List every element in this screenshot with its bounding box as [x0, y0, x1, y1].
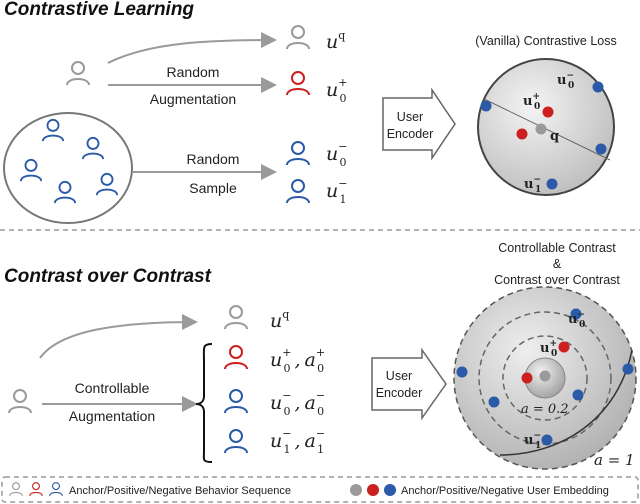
legend-box	[1, 476, 639, 503]
random-sample-line2: Sample	[189, 180, 237, 196]
bottom-section-title: Contrast over Contrast	[4, 266, 212, 287]
encoder-top-line1: User	[397, 110, 423, 124]
user-encoder-bottom	[371, 347, 447, 421]
arrow-to-uq-bottom	[39, 314, 198, 359]
negative-point	[456, 366, 468, 378]
random-sample-line1: Random	[187, 151, 240, 167]
negative-icon-u1	[286, 179, 310, 204]
boundary-curve	[499, 349, 633, 456]
anchor-person-icon	[66, 61, 90, 86]
sphere-label-u1-negative: u−1	[524, 175, 541, 195]
negative-point	[541, 434, 553, 446]
positive-point	[516, 128, 528, 140]
negative-point	[595, 143, 607, 155]
negative-point	[480, 100, 492, 112]
label-u0-negative: u−0	[326, 140, 347, 169]
user-icon	[95, 172, 119, 196]
label-uq: uq	[326, 29, 345, 53]
anchor-point	[535, 123, 547, 135]
contrast-title-line3: Contrast over Contrast	[494, 273, 620, 287]
user-icon	[81, 136, 105, 160]
sphere-label-u1-negative-bottom: u−1	[524, 431, 541, 451]
sphere-label-u0-positive-bottom: u+0	[540, 339, 557, 359]
negative-point	[572, 389, 584, 401]
positive-point	[558, 341, 570, 353]
positive-point	[521, 372, 533, 384]
anchor-icon-uq	[286, 25, 310, 50]
negative-point	[488, 396, 500, 408]
label-u0a0-negative: u−0,a−0	[270, 389, 325, 418]
user-group-oval	[3, 112, 133, 224]
legend-behavior-text: Anchor/Positive/Negative Behavior Sequen…	[69, 485, 291, 497]
brace	[195, 343, 213, 463]
negative-point	[546, 178, 558, 190]
label-u0a0-positive: u+0,a+0	[270, 346, 325, 375]
anchor-point	[539, 370, 551, 382]
label-u1-negative: u−1	[326, 177, 347, 206]
sphere-label-u0-negative: u−0	[557, 71, 574, 91]
top-section-title: Contrastive Learning	[4, 0, 194, 20]
label-uq-bottom: uq	[270, 308, 289, 332]
sphere-label-u0-negative-bottom: u−0	[568, 310, 585, 330]
negative-point	[592, 81, 604, 93]
contrast-title-line2: &	[553, 257, 562, 271]
sphere-label-a02: a = 0.2	[521, 402, 569, 417]
user-group-icons	[19, 118, 119, 204]
encoder-bottom-line1: User	[386, 369, 412, 383]
user-icon	[53, 180, 77, 204]
label-u0-positive: u+0	[326, 76, 347, 105]
encoder-bottom-line2: Encoder	[376, 386, 423, 400]
legend-embedding-text: Anchor/Positive/Negative User Embedding	[401, 485, 609, 497]
encoder-top-line2: Encoder	[387, 127, 434, 141]
legend-positive-dot	[367, 484, 379, 496]
positive-point	[542, 106, 554, 118]
legend-anchor-dot	[350, 484, 362, 496]
negative-icon-u1-bottom	[224, 429, 248, 454]
anchor-person-icon-bottom	[8, 389, 32, 414]
negative-icon-u0	[286, 141, 310, 166]
user-encoder-top	[382, 87, 456, 161]
random-aug-line1: Random	[167, 64, 220, 80]
sphere-divider-top	[483, 98, 611, 161]
label-u1a1-negative: u−1,a−1	[270, 427, 325, 456]
user-icon	[41, 118, 65, 142]
loss-title: (Vanilla) Contrastive Loss	[475, 34, 617, 48]
sphere-label-a1: a = 1	[594, 451, 635, 469]
legend-negative-dot	[384, 484, 396, 496]
anchor-icon-uq-bottom	[224, 305, 248, 330]
negative-point	[570, 308, 582, 320]
negative-point	[622, 363, 634, 375]
positive-icon-u0	[286, 71, 310, 96]
user-icon	[19, 158, 43, 182]
negative-icon-u0-bottom	[224, 389, 248, 414]
contrast-title-line1: Controllable Contrast	[498, 241, 616, 255]
controllable-line1: Controllable	[75, 380, 150, 396]
sphere-label-q: q	[550, 129, 559, 144]
controllable-line2: Augmentation	[69, 408, 155, 424]
random-aug-line2: Augmentation	[150, 91, 236, 107]
arrow-to-uq	[107, 32, 277, 64]
contrast-ring	[502, 335, 588, 421]
positive-icon-u0-bottom	[224, 345, 248, 370]
sphere-label-u0-positive: u+0	[523, 92, 540, 112]
